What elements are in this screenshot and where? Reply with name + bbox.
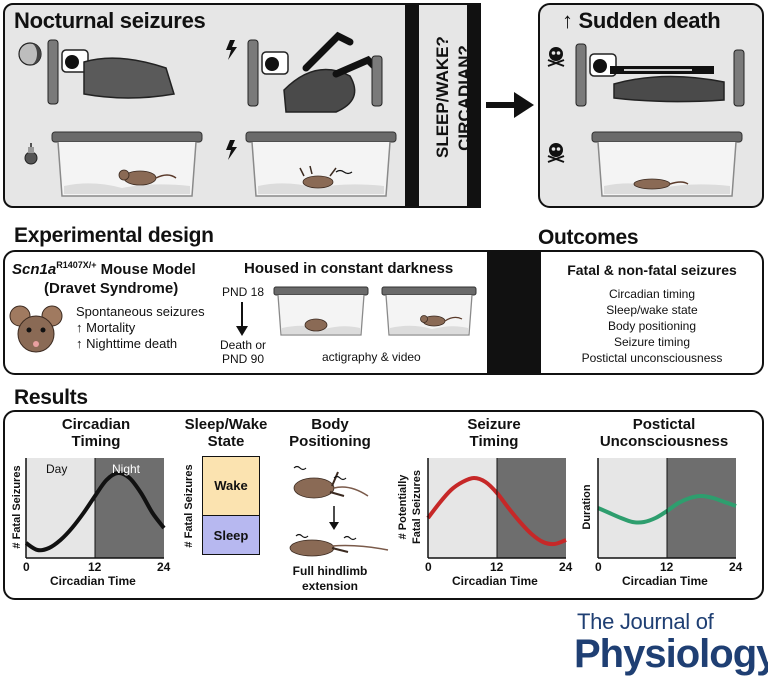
- outcome-body-position: Body positioning: [607, 319, 697, 333]
- postictal-xlabel: Circadian Time: [622, 574, 708, 588]
- postictal-title-1: Postictal: [632, 416, 696, 433]
- gene-superscript: R1407X/+: [56, 260, 97, 270]
- mouse-face-icon: [9, 305, 63, 353]
- outcome-seizure-timing: Seizure timing: [613, 335, 691, 349]
- design-divider-bar: [487, 250, 541, 375]
- sleeping-person-icon: [47, 39, 175, 105]
- outcomes-title: Outcomes: [538, 226, 639, 249]
- postictal-ylabel: Duration: [581, 484, 593, 530]
- hindlimb-extension-mouse-icon: [289, 533, 389, 557]
- seizure-title-1: Seizure: [467, 416, 521, 433]
- wake-label: Wake: [214, 478, 248, 493]
- seizure-tick-24: 24: [559, 560, 573, 574]
- postictal-tick-12: 12: [660, 560, 674, 574]
- sudden-death-title: ↑ Sudden death: [562, 8, 721, 34]
- sleep-label: Sleep: [213, 528, 249, 543]
- start-pnd: PND 18: [222, 285, 265, 299]
- day-label: Day: [46, 462, 68, 476]
- body-title-2: Positioning: [289, 433, 371, 450]
- outcome-sleep-wake: Sleep/wake state: [606, 303, 698, 317]
- sleep-wake-circadian-box: [417, 3, 469, 208]
- sudden-death-text: Sudden death: [578, 8, 721, 33]
- sleepwake-title-2: State: [207, 433, 245, 450]
- circadian-timing-chart: [24, 458, 166, 559]
- circadian-tick-0: 0: [23, 560, 30, 574]
- circadian-title-2: Timing: [71, 433, 121, 450]
- lightning-icon-2: [226, 140, 237, 160]
- postictal-tick-0: 0: [595, 560, 602, 574]
- seizure-timing-chart: [426, 458, 567, 559]
- body-caption-2: extension: [301, 579, 358, 593]
- housed-title: Housed in constant darkness: [244, 260, 454, 277]
- up-arrow-glyph: ↑: [562, 8, 573, 33]
- top-divider-bar-right: [469, 3, 481, 208]
- dark-cage-1: [273, 286, 369, 336]
- down-arrow-icon: [329, 506, 339, 530]
- circadian-tick-24: 24: [157, 560, 171, 574]
- deceased-person-icon: [575, 43, 745, 107]
- end-line-2: PND 90: [222, 352, 265, 366]
- end-line-1: Death or: [220, 338, 267, 352]
- mouse-cage-dead: [591, 131, 743, 197]
- sleep-bar: [202, 515, 260, 555]
- postictal-chart: [597, 458, 737, 559]
- mouse-cage-awake: [51, 131, 203, 197]
- skull-crossbones-icon: [547, 47, 565, 67]
- journal-line-2: Physiology: [574, 632, 768, 676]
- recording-label: actigraphy & video: [322, 350, 421, 364]
- circadian-ylabel: # Fatal Seizures: [11, 465, 23, 549]
- results-panel: [3, 410, 764, 600]
- night-label: Night: [112, 462, 141, 476]
- seizure-xlabel: Circadian Time: [452, 574, 538, 588]
- sleep-wake-question: SLEEP/WAKE?: [433, 36, 452, 158]
- seizure-ylabel-1: # Potentially: [397, 474, 409, 540]
- circadian-tick-12: 12: [88, 560, 102, 574]
- postictal-tick-24: 24: [729, 560, 743, 574]
- postictal-title-2: Unconsciousness: [599, 433, 729, 450]
- seizure-title-2: Timing: [469, 433, 519, 450]
- outcomes-subtitle: Fatal & non-fatal seizures: [567, 262, 737, 278]
- wake-bar: [202, 456, 260, 516]
- seizure-tick-12: 12: [490, 560, 504, 574]
- mouse-cage-seizing: [245, 131, 397, 197]
- experimental-design-panel: [3, 250, 764, 375]
- gene-name: Scn1a: [12, 261, 57, 278]
- journal-line-1: The Journal of: [577, 609, 714, 634]
- seizure-tick-0: 0: [425, 560, 432, 574]
- nocturnal-seizures-title: Nocturnal seizures: [14, 8, 206, 33]
- feature-nighttime-death: ↑ Nighttime death: [76, 336, 178, 351]
- feature-spontaneous-seizures: Spontaneous seizures: [76, 304, 205, 319]
- results-title: Results: [14, 386, 88, 409]
- seizing-mouse-icon: [293, 465, 369, 499]
- circadian-xlabel: Circadian Time: [50, 574, 136, 588]
- seizing-person-icon: [247, 31, 383, 113]
- timeline-arrow: [236, 302, 248, 336]
- sleepwake-ylabel: # Fatal Seizures: [183, 464, 195, 548]
- dark-cage-2: [381, 286, 477, 336]
- outcome-circadian: Circadian timing: [608, 287, 696, 301]
- body-caption-1: Full hindlimb: [292, 564, 368, 578]
- seizure-ylabel-2: Fatal Seizures: [411, 470, 423, 544]
- body-title-1: Body: [311, 416, 349, 433]
- arrow-right-icon: [486, 92, 534, 118]
- skull-crossbones-icon-2: [547, 143, 565, 163]
- sleepwake-title-1: Sleep/Wake: [184, 416, 268, 433]
- lightning-icon: [226, 40, 237, 60]
- circadian-title-1: Circadian: [61, 416, 131, 433]
- light-bulb-icon: [24, 143, 38, 165]
- experimental-design-title: Experimental design: [14, 224, 214, 247]
- model-subtitle: (Dravet Syndrome): [44, 280, 179, 297]
- top-divider-bar: [405, 3, 417, 208]
- model-suffix: Mouse Model: [96, 261, 196, 278]
- feature-mortality: ↑ Mortality: [76, 320, 136, 335]
- outcome-postictal: Postictal unconsciousness: [581, 351, 723, 365]
- mouse-model-title: Scn1aR1407X/+ Mouse Model: [12, 260, 242, 278]
- moon-icon: [18, 42, 42, 66]
